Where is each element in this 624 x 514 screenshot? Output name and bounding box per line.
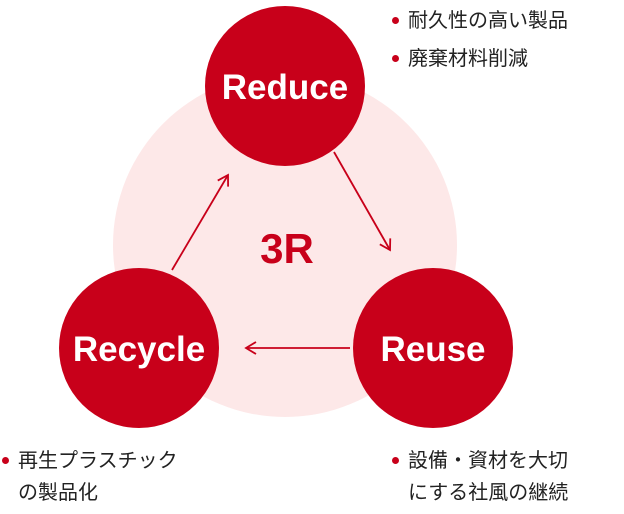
reuse-circle (353, 268, 513, 428)
recycle-node: Recycle (59, 268, 219, 428)
bullet-icon (2, 457, 9, 464)
reduce-note-item: 廃棄材料削減 (392, 42, 568, 74)
recycle-note-line1: 再生プラスチック (18, 448, 178, 472)
center-label: 3R (260, 225, 314, 272)
reuse-note-line1: 設備・資材を大切 (408, 448, 568, 472)
reduce-label: Reduce (222, 68, 348, 107)
reuse-note-line2: にする社風の継続 (408, 480, 569, 504)
bullet-icon (392, 457, 399, 464)
reuse-notes: 設備・資材を大切 にする社風の継続 (392, 444, 568, 508)
recycle-note-line2: の製品化 (18, 480, 98, 504)
reduce-note-text: 耐久性の高い製品 (408, 8, 568, 32)
recycle-circle (59, 268, 219, 428)
bullet-icon (392, 55, 399, 62)
recycle-note-item: 再生プラスチック (2, 444, 178, 476)
reduce-note-text: 廃棄材料削減 (408, 46, 528, 70)
recycle-notes: 再生プラスチック の製品化 (2, 444, 178, 508)
reuse-note-item: 設備・資材を大切 (392, 444, 568, 476)
arrow-recycle-to-reduce (171, 173, 229, 271)
arrow-reduce-to-reuse (333, 151, 392, 252)
reduce-note-item: 耐久性の高い製品 (392, 4, 568, 36)
recycle-label: Recycle (73, 330, 205, 369)
reduce-circle (205, 6, 365, 166)
reduce-notes: 耐久性の高い製品 廃棄材料削減 (392, 4, 568, 74)
bullet-icon (392, 17, 399, 24)
reduce-node: Reduce (205, 6, 365, 166)
reuse-label: Reuse (380, 330, 485, 369)
reuse-node: Reuse (353, 268, 513, 428)
